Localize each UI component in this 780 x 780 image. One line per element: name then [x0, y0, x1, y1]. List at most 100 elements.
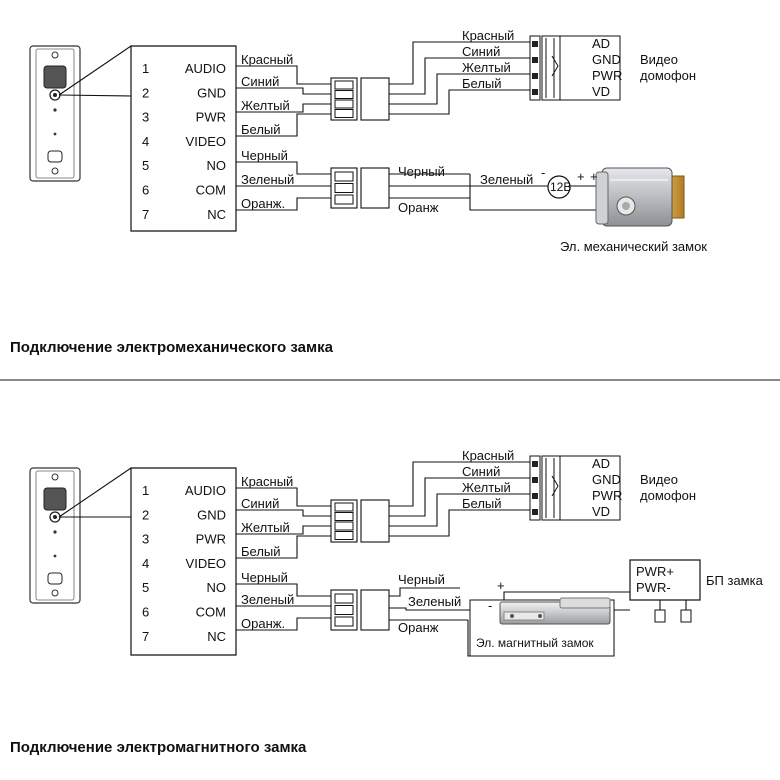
s1-monitor-pin-4: VD — [592, 84, 610, 99]
terminal-name: NC — [207, 629, 226, 644]
s1-wire-label-6: Зеленый — [241, 172, 294, 187]
terminal-number: 2 — [142, 85, 149, 100]
s2-monitor-pin-2: GND — [592, 472, 621, 487]
s2-psu-label: БП замка — [706, 573, 764, 588]
s2-monitor-pin-3: PWR — [592, 488, 622, 503]
s2-minus: - — [488, 598, 492, 613]
s2-monitor-wire-4: Белый — [462, 496, 502, 511]
terminal-name: COM — [196, 183, 226, 198]
lock-connector-plug-icon — [330, 167, 390, 209]
section2-title: Подключение электромагнитного замка — [10, 739, 307, 756]
section-electromechanical: 1 AUDIO 2 GND 3 PWR 4 VIDEO 5 NO 6 COM 7 NC — [29, 35, 685, 232]
power-source-icon — [547, 175, 571, 199]
s1-wire-label-5: Черный — [241, 148, 288, 163]
s2-lock-label: Эл. магнитный замок — [476, 636, 594, 650]
lock-power-supply — [629, 559, 701, 601]
terminal-name: PWR — [196, 110, 226, 125]
terminal-name: NO — [207, 580, 227, 595]
s2-lock-wire-black: Черный — [398, 572, 445, 587]
connector-plug-icon-2 — [330, 499, 390, 543]
terminal-number: 6 — [142, 605, 149, 620]
s2-wire-label-3: Желтый — [241, 520, 290, 535]
s1-monitor-wire-4: Белый — [462, 76, 502, 91]
s1-wire-label-4: Белый — [241, 122, 281, 137]
s1-monitor-pin-3: PWR — [592, 68, 622, 83]
s2-wire-label-1: Красный — [241, 474, 293, 489]
s2-monitor-label-2: домофон — [640, 488, 696, 503]
s1-monitor-wire-1: Красный — [462, 28, 514, 43]
s1-monitor-label-1: Видео — [640, 52, 678, 67]
s1-wire-label-7: Оранж. — [241, 196, 285, 211]
s2-psu-pwr-minus: PWR- — [636, 580, 671, 595]
s2-monitor-wire-1: Красный — [462, 448, 514, 463]
terminal-number: 1 — [142, 61, 149, 76]
terminal-name: VIDEO — [186, 134, 226, 149]
text-layer: Красный Синий Желтый Белый Черный Зелены… — [10, 28, 764, 756]
terminal-name: PWR — [196, 532, 226, 547]
terminal-name: GND — [197, 507, 226, 522]
s2-wire-label-7: Оранж. — [241, 616, 285, 631]
s2-monitor-wire-3: Желтый — [462, 480, 511, 495]
s1-plus-source: + — [577, 169, 585, 184]
terminal-number: 5 — [142, 158, 149, 173]
s2-wire-label-4: Белый — [241, 544, 281, 559]
s2-monitor-wire-2: Синий — [462, 464, 500, 479]
s2-lock-wire-green: Зеленый — [408, 594, 461, 609]
s1-lock-wire-green: Зеленый — [480, 172, 533, 187]
terminal-number: 3 — [142, 532, 149, 547]
terminal-number: 4 — [142, 556, 149, 571]
terminal-number: 6 — [142, 183, 149, 198]
s2-wire-label-6: Зеленый — [241, 592, 294, 607]
s1-monitor-label-2: домофон — [640, 68, 696, 83]
terminal-name: AUDIO — [185, 483, 226, 498]
outdoor-panel-icon-2 — [29, 467, 81, 604]
terminal-list-2: 1 AUDIO 2 GND 3 PWR 4 VIDEO 5 NO 6 COM 7 NC — [142, 483, 226, 644]
s1-plus-lock: + — [590, 169, 598, 184]
s2-wire-label-5: Черный — [241, 570, 288, 585]
terminal-number: 2 — [142, 507, 149, 522]
s2-monitor-pin-4: VD — [592, 504, 610, 519]
section1-title: Подключение электромеханического замка — [10, 339, 334, 356]
outdoor-panel-icon — [29, 45, 81, 182]
terminal-number: 5 — [142, 580, 149, 595]
s2-monitor-pin-1: AD — [592, 456, 610, 471]
terminal-name: GND — [197, 85, 226, 100]
terminal-number: 3 — [142, 110, 149, 125]
lock-connector-plug-icon-2 — [330, 589, 390, 631]
electromagnetic-lock-icon — [469, 597, 615, 657]
s1-monitor-pin-2: GND — [592, 52, 621, 67]
s1-voltage: 12B — [550, 180, 571, 194]
connector-plug-icon — [330, 77, 390, 121]
s1-monitor-wire-3: Желтый — [462, 60, 511, 75]
s1-monitor-pin-1: AD — [592, 36, 610, 51]
section-electromagnetic: 1 AUDIO 2 GND 3 PWR 4 VIDEO 5 NO 6 COM 7 NC — [29, 455, 701, 657]
terminal-name: COM — [196, 605, 226, 620]
terminal-block — [130, 45, 237, 232]
s2-plus: + — [497, 578, 505, 593]
s1-wire-label-3: Желтый — [241, 98, 290, 113]
s1-lock-wire-black: Черный — [398, 164, 445, 179]
electromechanical-lock-icon — [595, 167, 685, 227]
terminal-number: 7 — [142, 207, 149, 222]
terminal-name: AUDIO — [185, 61, 226, 76]
s2-lock-wire-orange: Оранж — [398, 620, 439, 635]
s1-monitor-wire-2: Синий — [462, 44, 500, 59]
s1-wire-label-1: Красный — [241, 52, 293, 67]
s2-monitor-label-1: Видео — [640, 472, 678, 487]
terminal-block-2 — [130, 467, 237, 656]
terminal-list: 1 AUDIO 2 GND 3 PWR 4 VIDEO 5 NO 6 COM 7 NC — [142, 61, 226, 222]
terminal-number: 4 — [142, 134, 149, 149]
terminal-number: 7 — [142, 629, 149, 644]
s1-wire-label-2: Синий — [241, 74, 279, 89]
s2-wire-label-2: Синий — [241, 496, 279, 511]
s1-minus: - — [541, 165, 545, 180]
plug-prongs-icon — [654, 600, 692, 623]
terminal-name: NO — [207, 158, 227, 173]
terminal-name: NC — [207, 207, 226, 222]
s1-lock-label: Эл. механический замок — [560, 239, 707, 254]
terminal-name: VIDEO — [186, 556, 226, 571]
s2-psu-pwr-plus: PWR+ — [636, 564, 674, 579]
terminal-number: 1 — [142, 483, 149, 498]
s1-lock-wire-orange: Оранж — [398, 200, 439, 215]
